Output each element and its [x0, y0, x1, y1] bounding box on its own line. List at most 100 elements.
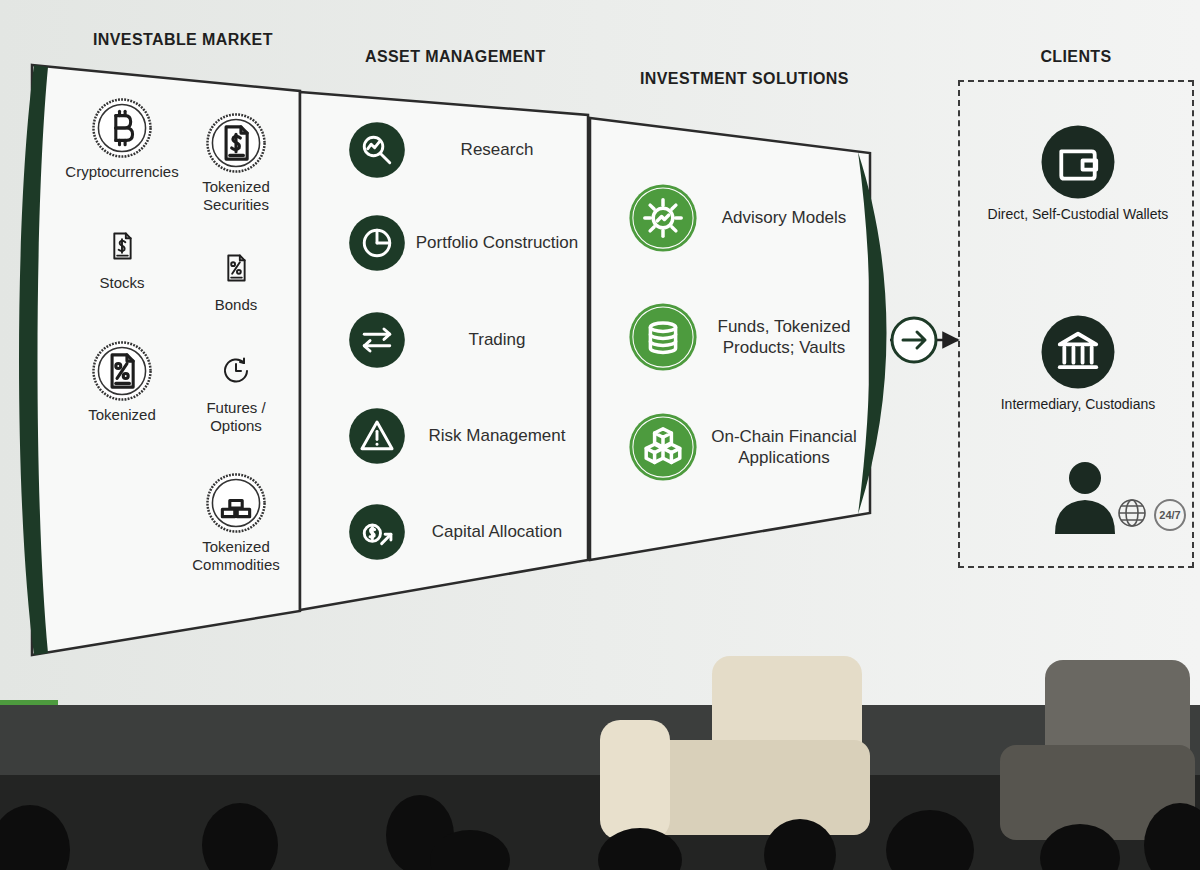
icon-stroke — [241, 127, 247, 133]
item-label: Futures / Options — [186, 399, 286, 435]
bitcoin-icon — [91, 97, 153, 159]
icon-rim — [212, 479, 259, 526]
icon-stroke — [650, 341, 675, 345]
icon-stroke — [118, 111, 121, 115]
funnel-outline — [300, 92, 588, 610]
icon-stroke — [672, 227, 676, 231]
icon-disc — [349, 122, 405, 178]
icon-disc — [349, 408, 405, 464]
icon-stroke — [240, 359, 244, 364]
icon-stroke — [650, 227, 654, 231]
funnel-band — [19, 65, 48, 655]
arrows-icon — [348, 311, 406, 369]
icon-stroke — [380, 153, 389, 162]
icon-glyph — [114, 234, 130, 259]
funnel-outline — [590, 118, 870, 560]
icon-stroke — [376, 443, 379, 446]
icon-disc — [349, 215, 405, 271]
funnel-panel: ASSET MANAGEMENTResearchPortfolio Constr… — [300, 92, 590, 612]
panel-heading: CLIENTS — [960, 48, 1192, 66]
icon-stroke — [661, 231, 665, 237]
icon-stroke — [1083, 160, 1097, 169]
icon-rim — [212, 119, 259, 166]
icon-stroke — [376, 431, 379, 439]
warning-icon — [348, 407, 406, 465]
icon-stroke — [116, 364, 121, 369]
icon-disc — [1042, 126, 1115, 199]
icon-stroke — [650, 205, 654, 209]
chair-seat — [640, 740, 870, 835]
audience-head — [598, 828, 682, 870]
icon-stroke — [121, 239, 123, 252]
wallet-icon — [1040, 124, 1116, 200]
item-label: Research — [414, 139, 580, 160]
item-label: Intermediary, Custodians — [1001, 396, 1156, 414]
globe-icon — [1119, 500, 1145, 526]
icon-stroke — [676, 216, 682, 220]
funnel-band — [858, 152, 887, 514]
icon-rim — [93, 342, 150, 399]
icon-glyph — [1061, 151, 1096, 178]
icon-stroke — [384, 329, 390, 339]
item-label: Portfolio Construction — [414, 232, 580, 253]
asset-item: Cryptocurrencies — [64, 97, 180, 181]
funnel-panel: INVESTABLE MARKETCryptocurrenciesTokeniz… — [18, 65, 302, 657]
item-label: Funds, Tokenized Products; Vaults — [706, 316, 862, 359]
asset-item: Stocks — [64, 222, 180, 292]
icon-disc — [629, 413, 696, 480]
armchair — [600, 656, 870, 840]
availability-badge: 24/7 — [1154, 499, 1186, 531]
icon-stroke — [653, 208, 673, 228]
icon-stroke — [226, 127, 247, 159]
audience-head — [202, 803, 278, 870]
icon-rim — [207, 114, 264, 171]
icon-glyph — [364, 137, 390, 163]
icon-stroke — [236, 364, 241, 371]
item-label: Tokenized — [88, 406, 156, 424]
process-item: Trading — [348, 311, 580, 369]
icon-disc — [349, 312, 405, 368]
client-panel: CLIENTSDirect, Self-Custodial WalletsInt… — [958, 80, 1194, 568]
icon-stroke — [1061, 151, 1094, 178]
item-label: 24/7 — [1159, 509, 1180, 521]
icon-stroke — [116, 128, 133, 140]
icon-stroke — [364, 525, 380, 541]
icon-stroke — [362, 422, 392, 449]
icon-glyph — [645, 200, 681, 236]
audience-head — [0, 805, 70, 870]
flow-arrow — [890, 318, 958, 362]
icon-rim — [93, 99, 150, 156]
icon-stroke — [228, 256, 244, 281]
docpercent-icon — [91, 340, 153, 402]
item-label: Tokenized Commodities — [186, 538, 286, 574]
audience-head — [1040, 824, 1120, 870]
icon-stroke — [117, 255, 128, 257]
icon-glyph — [362, 422, 392, 449]
person-body — [1055, 500, 1115, 534]
icon-glyph — [646, 429, 680, 463]
icon-stroke — [645, 216, 651, 220]
panel-heading: INVESTMENT SOLUTIONS — [640, 70, 849, 88]
icon-stroke — [230, 154, 244, 157]
icon-stroke — [118, 140, 121, 144]
gold-icon — [205, 472, 267, 534]
audience-head — [764, 819, 836, 870]
icon-rim — [207, 474, 264, 531]
icon-glyph — [225, 359, 247, 382]
item-label: Stocks — [99, 274, 144, 292]
panel-heading: ASSET MANAGEMENT — [365, 48, 546, 66]
icon-disc — [629, 303, 696, 370]
icon-stroke — [1060, 365, 1096, 369]
icon-glyph — [650, 323, 675, 352]
item-label: Risk Management — [414, 425, 580, 446]
icon-disc — [349, 504, 405, 560]
icon-stroke — [661, 200, 665, 206]
item-label: Direct, Self-Custodial Wallets — [988, 206, 1169, 224]
icon-rim — [98, 347, 145, 394]
icon-stroke — [385, 534, 391, 540]
icon-disc — [629, 184, 696, 251]
audience-head — [886, 810, 974, 870]
pie-icon — [348, 214, 406, 272]
item-label: Trading — [414, 329, 580, 350]
